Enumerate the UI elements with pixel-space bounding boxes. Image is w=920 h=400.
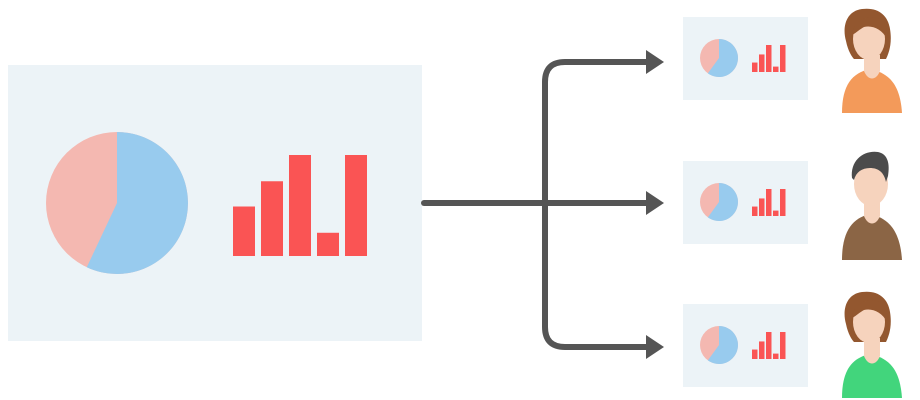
distribution-arrows: [421, 50, 664, 359]
pie-slice-blue: [707, 326, 739, 364]
face: [854, 162, 888, 206]
bar-3: [766, 45, 772, 72]
recipient-bar-chart: [752, 332, 786, 359]
bar-2: [759, 54, 765, 72]
bar-1: [752, 349, 758, 359]
bar-3: [289, 155, 311, 256]
recipient-pie-chart: [700, 39, 738, 77]
recipient-pie-chart: [700, 326, 739, 364]
neck: [864, 338, 880, 364]
recipient-dashboard-3: [683, 304, 808, 387]
bar-1: [233, 206, 255, 256]
bar-5: [780, 45, 786, 72]
bangs: [852, 300, 888, 322]
arrow-branch-top: [542, 59, 651, 206]
shirt: [842, 354, 902, 398]
hair: [851, 151, 889, 182]
bar-4: [773, 66, 779, 72]
neck: [864, 200, 880, 224]
bangs: [852, 17, 888, 39]
recipient-dashboard-2: [683, 161, 808, 244]
main-pie-chart: [46, 132, 189, 274]
arrowhead-top: [646, 50, 664, 74]
bar-2: [261, 181, 283, 256]
bar-5: [780, 332, 786, 359]
neck: [864, 55, 880, 79]
arrowhead-bottom: [646, 335, 664, 359]
recipient-pie-chart: [700, 183, 739, 222]
recipient-bar-chart: [752, 45, 786, 72]
arrow-branch-bottom: [542, 200, 651, 350]
bar-5: [780, 189, 786, 216]
man-avatar-icon: [842, 151, 902, 260]
main-bar-chart: [233, 155, 367, 256]
shirt: [842, 214, 902, 260]
bar-4: [317, 232, 339, 256]
recipient-dashboard-1: [683, 17, 808, 100]
bar-2: [759, 198, 765, 216]
bar-3: [766, 332, 772, 359]
bar-1: [752, 62, 758, 72]
woman-avatar-icon: [842, 8, 902, 113]
pie-slice-blue: [86, 132, 189, 274]
pie-slice-blue: [707, 183, 739, 222]
recipient-bar-chart: [752, 189, 786, 216]
bar-4: [773, 353, 779, 359]
shirt: [842, 69, 902, 113]
bar-2: [759, 341, 765, 359]
bar-5: [345, 155, 367, 256]
bar-1: [752, 206, 758, 216]
arrowhead-middle: [646, 191, 664, 215]
bar-3: [766, 189, 772, 216]
main-dashboard: [8, 65, 422, 341]
woman-avatar-icon: [842, 291, 902, 398]
pie-slice-blue: [707, 39, 738, 77]
bar-4: [773, 210, 779, 216]
